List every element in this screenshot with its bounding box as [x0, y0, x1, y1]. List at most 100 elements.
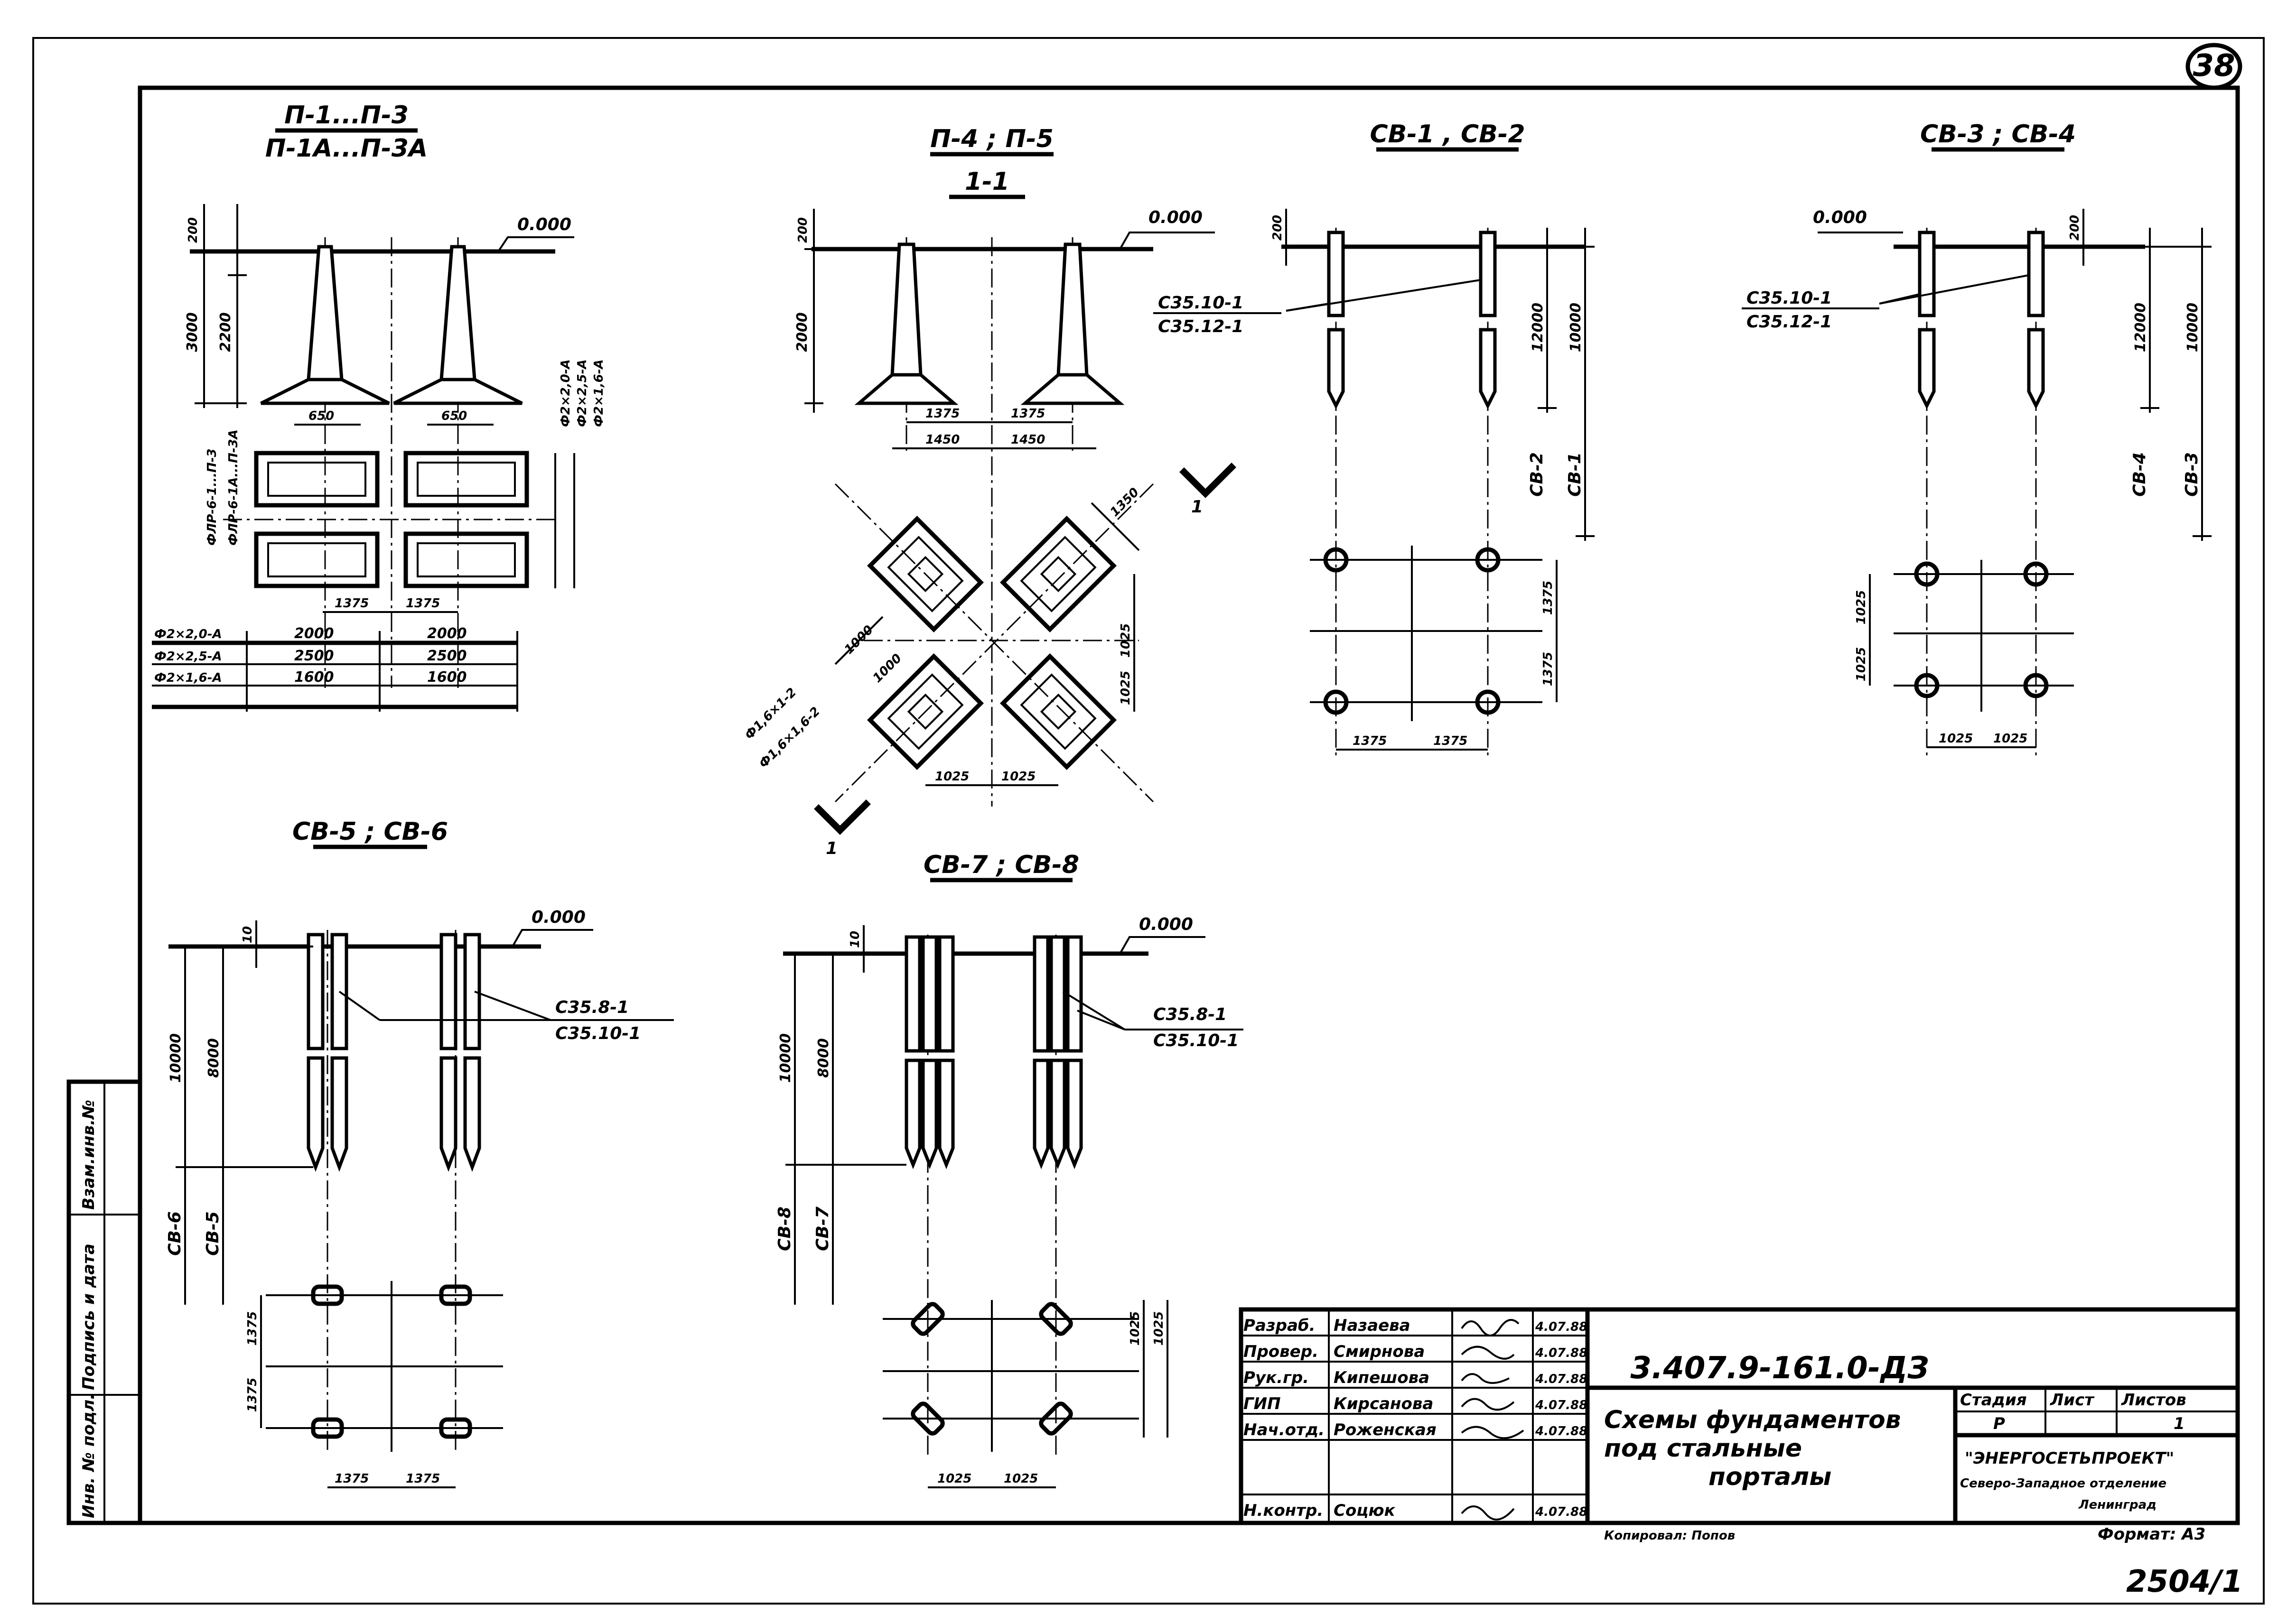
group-p1-p3: П-1...П-3 П-1А...П-3А 0.000 200 3000 220… — [152, 101, 606, 712]
cv1-dim-v-3: 10000 — [1568, 303, 1584, 352]
tb-role-1: Разраб. — [1243, 1316, 1316, 1335]
cv5-title: СВ-5 ; СВ-6 — [292, 817, 448, 846]
tb-doc-code: 3.407.9-161.0-ДЗ — [1630, 1351, 1929, 1386]
cv1-type-1: СВ-2 — [1527, 452, 1547, 497]
outer-frame — [32, 37, 2265, 1605]
p1-side-label-1: ФЛР-6-1...П-3 — [205, 449, 219, 546]
tb-role-4: ГИП — [1243, 1394, 1281, 1413]
p1-table-name-1: Ф2×2,0-А — [154, 627, 222, 641]
p4-dim-h-3: 1450 — [925, 433, 960, 447]
tb-date-4: 4.07.88 — [1535, 1398, 1587, 1412]
cv7-dim-v-2: 10000 — [777, 1033, 794, 1083]
cv7-plan-dim-2: 1025 — [1152, 1311, 1166, 1346]
p4-plan-dim-2: 1025 — [1119, 623, 1133, 658]
cv7-level: 0.000 — [1139, 915, 1193, 934]
cv1-title: СВ-1 , СВ-2 — [1370, 120, 1525, 148]
cv1-type-2: СВ-1 — [1565, 452, 1585, 497]
cv3-dim-v-1: 200 — [2068, 215, 2082, 241]
p1-rebar-2: Ф2×2,5-А — [575, 359, 589, 427]
title-block: Разраб. Назаева 4.07.88 Провер. Смирнова… — [1239, 1307, 2240, 1525]
tb-date-1: 4.07.88 — [1535, 1320, 1587, 1334]
tb-name-7: Соцюк — [1334, 1501, 1396, 1520]
tb-sheet-header: Лист — [2050, 1391, 2095, 1410]
cv1-plan-dim-2: 1375 — [1541, 652, 1555, 686]
cv5-plan-dim-1: 1375 — [245, 1311, 260, 1346]
p1-side-label-2: ФЛР-6-1А...П-3А — [226, 429, 241, 546]
tb-stage: Р — [1993, 1414, 2005, 1433]
p4-plan-dim-7: 1000 — [870, 651, 905, 686]
cv7-plan-dim-1: 1025 — [1128, 1311, 1142, 1346]
p1-table-v1-1: 2000 — [294, 625, 334, 642]
p1-rebar-1: Ф2×2,0-А — [559, 359, 573, 427]
cv5-pile-mark-bottom: С35.10-1 — [555, 1024, 641, 1043]
cv5-pile-mark-top: С35.8-1 — [555, 998, 629, 1017]
group-cv3-cv4: СВ-3 ; СВ-4 0.000 С35.10-1 С35.12-1 200 … — [1742, 120, 2212, 759]
side-stamp-replace: Взам.инв.№ — [79, 1100, 98, 1210]
p1-dim-h-1: 650 — [308, 409, 334, 423]
cv7-pile-mark-bottom: С35.10-1 — [1153, 1031, 1239, 1050]
cv3-dim-v-3: 10000 — [2184, 303, 2201, 352]
cv5-type-1: СВ-6 — [165, 1211, 185, 1256]
p4-dim-h-2: 1375 — [1011, 407, 1045, 421]
cv7-dim-v-1: 10 — [848, 931, 862, 948]
p1-dim-h-2: 650 — [441, 409, 467, 423]
p4-title: П-4 ; П-5 — [930, 125, 1054, 153]
cv7-dim-v-3: 8000 — [815, 1038, 832, 1078]
tb-name-line-1: Схемы фундаментов — [1604, 1406, 1901, 1434]
cv3-plan-dim-3: 1025 — [1939, 732, 1973, 746]
p4-plan-dim-4: 1025 — [935, 770, 969, 784]
cv7-type-2: СВ-7 — [813, 1206, 832, 1251]
cv1-pile-mark-bottom: С35.12-1 — [1158, 317, 1243, 336]
p1-table-v1-3: 1600 — [294, 669, 334, 686]
tb-date-2: 4.07.88 — [1535, 1346, 1587, 1360]
cv3-pile-mark-top: С35.10-1 — [1746, 288, 1832, 308]
p1-table-name-2: Ф2×2,5-А — [154, 650, 222, 664]
p1-dim-v-1: 200 — [186, 217, 200, 243]
cv7-plan-dim-3: 1025 — [937, 1472, 971, 1486]
p1-table-v2-3: 1600 — [427, 669, 467, 686]
tb-name-1: Назаева — [1334, 1316, 1410, 1335]
p4-plan-dim-3: 1025 — [1119, 671, 1133, 705]
tb-name-2: Смирнова — [1334, 1342, 1425, 1361]
p4-dim-h-1: 1375 — [925, 407, 960, 421]
p1-table-v2-2: 2500 — [427, 648, 467, 664]
inner-frame — [138, 85, 2240, 1525]
tb-name-3: Кипешова — [1334, 1368, 1429, 1387]
tb-sheets-header: Листов — [2121, 1391, 2186, 1410]
p1-dim-v-2: 3000 — [184, 312, 201, 352]
tb-org-line-1: "ЭНЕРГОСЕТЬПРОЕКТ" — [1965, 1449, 2174, 1468]
tb-role-2: Провер. — [1243, 1342, 1318, 1361]
p4-level: 0.000 — [1148, 208, 1203, 227]
cv3-level: 0.000 — [1813, 208, 1867, 227]
tb-stage-header: Стадия — [1960, 1391, 2027, 1410]
cv3-plan-dim-4: 1025 — [1993, 732, 2027, 746]
p1-table-v2-1: 2000 — [427, 625, 467, 642]
tb-role-7: Н.контр. — [1243, 1501, 1323, 1520]
cv3-plan-dim-1: 1025 — [1854, 590, 1868, 624]
tb-org-line-2: Северо-Западное отделение — [1960, 1476, 2166, 1491]
p1-level: 0.000 — [517, 215, 571, 234]
p4-plan-dim-5: 1025 — [1001, 770, 1036, 784]
signature-5 — [1461, 1426, 1524, 1439]
tb-name-4: Кирсанова — [1334, 1394, 1433, 1413]
format-label: Формат: А3 — [2098, 1525, 2205, 1544]
cv3-dim-v-2: 12000 — [2132, 303, 2149, 352]
tb-name-5: Роженская — [1334, 1420, 1437, 1439]
cv3-title: СВ-3 ; СВ-4 — [1920, 120, 2076, 148]
copied-by: Копировал: Попов — [1604, 1529, 1735, 1543]
tb-name-line-3: порталы — [1708, 1463, 1831, 1491]
cv1-plan-dim-3: 1375 — [1353, 734, 1387, 748]
side-stamp-sign: Подпись и дата — [79, 1244, 98, 1390]
cv7-plan-dim-4: 1025 — [1004, 1472, 1038, 1486]
p1-plan-dim-2: 1375 — [406, 596, 440, 611]
cv3-pile-mark-bottom: С35.12-1 — [1746, 312, 1832, 332]
signature-3 — [1461, 1373, 1510, 1384]
cv3-type-2: СВ-3 — [2182, 452, 2202, 497]
cv1-plan-dim-1: 1375 — [1541, 581, 1555, 615]
p4-cut-mark-top: 1 — [1191, 497, 1203, 517]
tb-date-3: 4.07.88 — [1535, 1372, 1587, 1386]
cv5-plan-dim-4: 1375 — [406, 1472, 440, 1486]
cv7-pile-mark-top: С35.8-1 — [1153, 1005, 1227, 1024]
p1-plan-dim-1: 1375 — [335, 596, 369, 611]
